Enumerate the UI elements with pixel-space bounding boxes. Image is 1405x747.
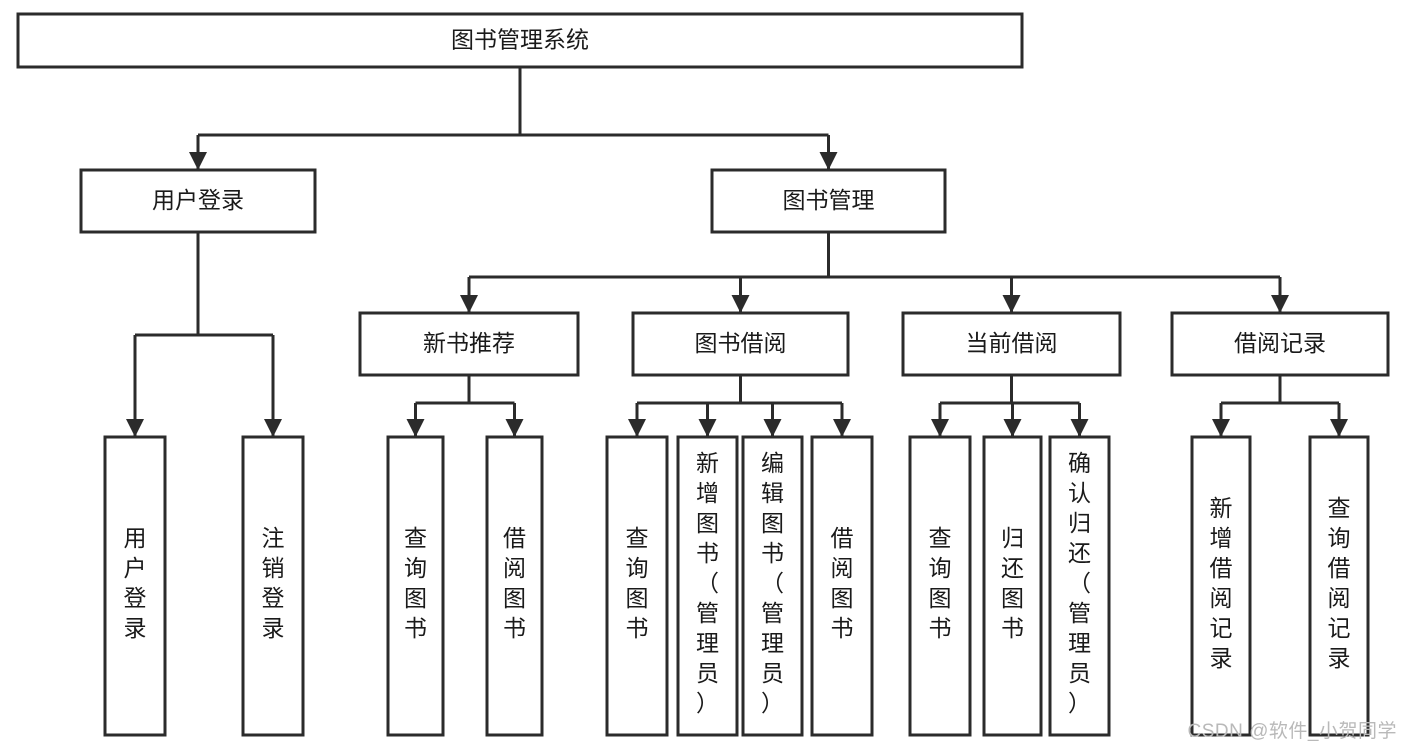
node-box-leaf-query-book-1 (386, 435, 445, 737)
node-root[interactable]: 图书管理系统 (16, 12, 1024, 69)
node-leaf-query-book-2[interactable]: 查询图书 (605, 435, 669, 737)
node-label-leaf-user-login: 用户登录 (124, 525, 147, 641)
node-box-new-book-rec (358, 311, 580, 377)
arrow-head (264, 419, 282, 437)
node-leaf-borrow-book-2[interactable]: 借阅图书 (810, 435, 874, 737)
node-label-book-borrow: 图书借阅 (695, 330, 787, 356)
node-label-current-borrow: 当前借阅 (966, 330, 1058, 356)
node-label-user-login: 用户登录 (152, 187, 244, 213)
node-label-leaf-query-book-1: 查询图书 (404, 525, 427, 641)
arrow-head (1070, 419, 1089, 437)
arrow-head (505, 419, 524, 437)
node-box-leaf-query-record (1308, 435, 1370, 737)
node-label-leaf-confirm-return: 确认归还（管理员） (1068, 450, 1091, 716)
node-leaf-edit-book[interactable]: 编辑图书（管理员） (741, 435, 804, 737)
node-leaf-add-book[interactable]: 新增图书（管理员） (676, 435, 739, 737)
arrow-head (628, 419, 646, 437)
arrow-head (763, 419, 782, 437)
connector-group-borrow-record (1212, 375, 1348, 437)
node-box-leaf-add-record (1190, 435, 1252, 737)
node-label-leaf-borrow-book-2: 借阅图书 (831, 525, 854, 641)
node-label-leaf-edit-book: 编辑图书（管理员） (761, 450, 784, 716)
node-label-leaf-return-book: 归还图书 (1001, 525, 1024, 641)
arrow-head (819, 152, 838, 170)
node-box-leaf-add-book (676, 435, 739, 737)
arrow-head (833, 419, 851, 437)
node-box-book-manage (710, 168, 947, 234)
arrow-head (460, 295, 478, 313)
node-leaf-confirm-return[interactable]: 确认归还（管理员） (1048, 435, 1111, 737)
node-box-leaf-edit-book (741, 435, 804, 737)
arrow-head (1212, 419, 1230, 437)
node-new-book-rec[interactable]: 新书推荐 (358, 311, 580, 377)
node-label-leaf-query-record: 查询借阅记录 (1328, 495, 1351, 671)
node-label-leaf-add-record: 新增借阅记录 (1210, 495, 1233, 671)
arrow-head (698, 419, 717, 437)
connector-group-new-book-rec (406, 375, 524, 437)
node-box-leaf-borrow-book-2 (810, 435, 874, 737)
node-layer: 图书管理系统用户登录图书管理新书推荐图书借阅当前借阅借阅记录用户登录注销登录查询… (16, 12, 1390, 737)
node-book-borrow[interactable]: 图书借阅 (631, 311, 850, 377)
watermark-text: CSDN @软件_小贺同学 (1187, 721, 1397, 742)
connector-layer (126, 67, 1348, 437)
node-box-root (16, 12, 1024, 69)
arrow-head (189, 152, 207, 170)
node-label-leaf-logout: 注销登录 (262, 525, 285, 641)
arrow-head (1271, 295, 1289, 313)
node-user-login[interactable]: 用户登录 (79, 168, 317, 234)
arrow-head (731, 295, 750, 313)
node-box-leaf-query-book-2 (605, 435, 669, 737)
arrow-head (126, 419, 144, 437)
connector-group-current-borrow (931, 375, 1089, 437)
node-leaf-query-book-1[interactable]: 查询图书 (386, 435, 445, 737)
node-label-leaf-query-book-2: 查询图书 (626, 525, 649, 641)
node-borrow-record[interactable]: 借阅记录 (1170, 311, 1390, 377)
node-box-current-borrow (901, 311, 1122, 377)
node-box-leaf-user-login (103, 435, 167, 737)
node-label-new-book-rec: 新书推荐 (423, 330, 515, 356)
node-book-manage[interactable]: 图书管理 (710, 168, 947, 234)
node-box-leaf-return-book (982, 435, 1043, 737)
node-box-leaf-logout (241, 435, 305, 737)
node-leaf-logout[interactable]: 注销登录 (241, 435, 305, 737)
arrow-head (1002, 295, 1021, 313)
node-leaf-return-book[interactable]: 归还图书 (982, 435, 1043, 737)
node-box-book-borrow (631, 311, 850, 377)
node-label-borrow-record: 借阅记录 (1234, 330, 1326, 356)
connector-group-book-borrow (628, 375, 851, 437)
node-box-user-login (79, 168, 317, 234)
node-label-leaf-query-book-3: 查询图书 (929, 525, 952, 641)
connector-group-root (189, 67, 838, 170)
node-leaf-query-book-3[interactable]: 查询图书 (908, 435, 972, 737)
node-label-leaf-borrow-book-1: 借阅图书 (503, 525, 526, 641)
arrow-head (931, 419, 949, 437)
node-label-root: 图书管理系统 (451, 27, 589, 53)
arrow-head (1003, 419, 1022, 437)
node-leaf-add-record[interactable]: 新增借阅记录 (1190, 435, 1252, 737)
node-leaf-query-record[interactable]: 查询借阅记录 (1308, 435, 1370, 737)
node-leaf-user-login[interactable]: 用户登录 (103, 435, 167, 737)
node-box-borrow-record (1170, 311, 1390, 377)
node-box-leaf-query-book-3 (908, 435, 972, 737)
arrow-head (406, 419, 425, 437)
connector-group-user-login (126, 232, 282, 437)
node-current-borrow[interactable]: 当前借阅 (901, 311, 1122, 377)
arrow-head (1330, 419, 1348, 437)
node-box-leaf-borrow-book-1 (485, 435, 544, 737)
node-label-book-manage: 图书管理 (783, 187, 875, 213)
node-label-leaf-add-book: 新增图书（管理员） (696, 450, 719, 716)
connector-group-book-manage (460, 232, 1289, 313)
node-box-leaf-confirm-return (1048, 435, 1111, 737)
node-leaf-borrow-book-1[interactable]: 借阅图书 (485, 435, 544, 737)
